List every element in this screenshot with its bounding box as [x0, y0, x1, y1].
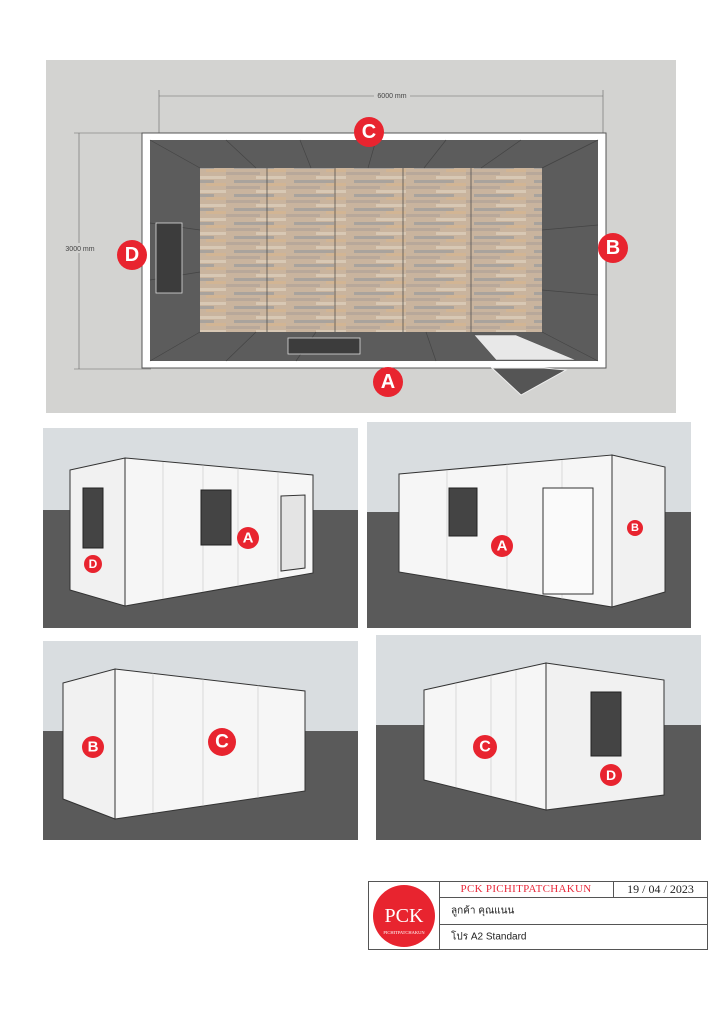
- svg-text:A: A: [381, 371, 395, 393]
- svg-text:D: D: [125, 244, 139, 266]
- company-name: PCK PICHITPATCHAKUN: [439, 882, 614, 897]
- svg-text:B: B: [88, 739, 99, 756]
- logo-cell: PCK PICHITPATCHAKUN: [369, 882, 440, 949]
- label-b: B: [82, 736, 104, 758]
- perspective-view-ab: A B: [367, 422, 691, 628]
- date: 19 / 04 / 2023: [627, 882, 694, 896]
- svg-text:C: C: [215, 732, 229, 753]
- perspective-view-cd: C D: [376, 635, 701, 840]
- svg-text:C: C: [479, 739, 491, 756]
- width-dimension: 6000 mm: [377, 93, 406, 100]
- window-a: [287, 337, 361, 355]
- label-b: B: [627, 520, 643, 536]
- floor-plan-view: 6000 mm 3000 mm C B D A: [46, 60, 676, 413]
- perspective-view-da: D A: [43, 428, 358, 628]
- svg-text:B: B: [606, 237, 620, 259]
- label-a: A: [373, 367, 403, 397]
- svg-text:PCK: PCK: [385, 905, 424, 927]
- door-open: [490, 367, 568, 396]
- window-d: [155, 222, 183, 294]
- label-d: D: [117, 240, 147, 270]
- pck-logo: PCK PICHITPATCHAKUN: [373, 885, 435, 947]
- svg-text:C: C: [362, 121, 376, 143]
- svg-text:PICHITPATCHAKUN: PICHITPATCHAKUN: [383, 930, 425, 935]
- label-d: D: [84, 555, 102, 573]
- label-c: C: [354, 117, 384, 147]
- label-b: B: [598, 233, 628, 263]
- promo-name: โปร A2 Standard: [451, 931, 527, 943]
- svg-text:A: A: [243, 530, 254, 547]
- title-block: PCK PICHITPATCHAKUN PCK PICHITPATCHAKUN …: [368, 881, 708, 950]
- label-a: A: [237, 527, 259, 549]
- label-d: D: [600, 764, 622, 786]
- label-a: A: [491, 535, 513, 557]
- height-dimension: 3000 mm: [65, 246, 94, 253]
- customer-name: ลูกค้า คุณแนน: [451, 905, 515, 917]
- svg-text:A: A: [497, 538, 508, 555]
- label-c: C: [208, 728, 236, 756]
- svg-text:D: D: [606, 767, 616, 783]
- svg-text:D: D: [89, 557, 98, 571]
- svg-text:B: B: [631, 522, 639, 534]
- perspective-view-bc: B C: [43, 641, 358, 840]
- label-c: C: [473, 735, 497, 759]
- floor-plan-drawing: 6000 mm 3000 mm C B D A: [46, 60, 676, 413]
